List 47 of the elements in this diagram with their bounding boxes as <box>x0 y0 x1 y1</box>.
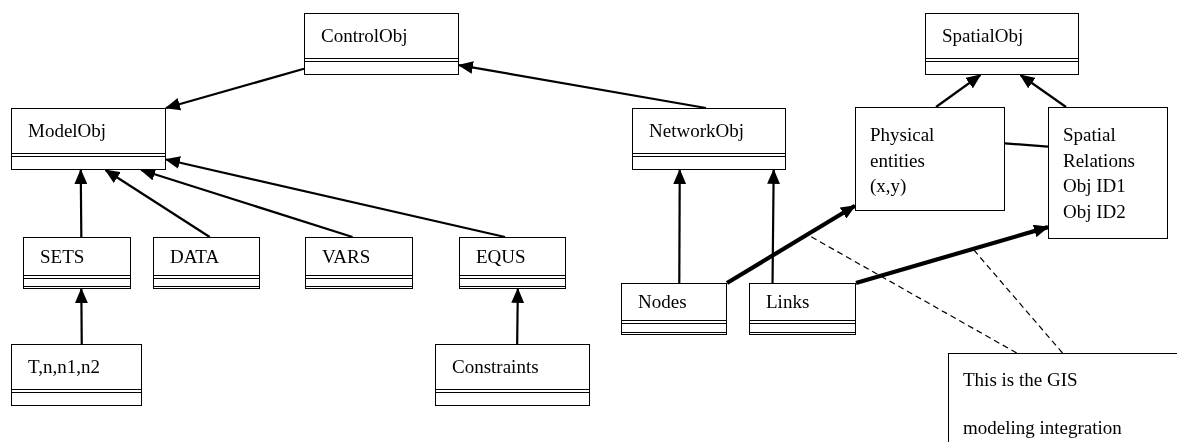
class-box <box>153 237 260 289</box>
class-name: ModelObj <box>28 119 107 143</box>
note-box <box>948 353 1177 442</box>
arrow <box>104 169 211 238</box>
class-box <box>925 13 1079 75</box>
class-name: SpatialObj <box>942 24 1024 48</box>
class-name: NetworkObj <box>649 119 744 143</box>
class-name: Physical entities (x,y) <box>870 123 936 199</box>
class-box <box>23 237 131 289</box>
class-name: Constraints <box>452 355 539 379</box>
class-name: Obj ID1 Obj ID2 <box>1063 174 1127 224</box>
class-name: Nodes <box>638 290 687 314</box>
arrow <box>725 204 857 285</box>
arrow <box>457 61 707 110</box>
class-box <box>1048 107 1168 239</box>
class-box <box>459 237 566 289</box>
arrow <box>164 156 506 239</box>
class-name: T,n,n1,n2 <box>28 355 100 379</box>
leader-line <box>972 248 1064 354</box>
arrow <box>767 168 780 283</box>
arrow <box>511 287 525 344</box>
arrow <box>673 168 687 283</box>
class-box <box>621 283 727 335</box>
class-name: SETS <box>40 244 85 269</box>
class-box <box>304 13 459 75</box>
arrow <box>935 74 982 108</box>
class-box <box>11 108 166 170</box>
class-name: VARS <box>322 244 371 269</box>
class-name: EQUS <box>476 244 526 269</box>
arrow <box>140 168 353 239</box>
class-box <box>855 107 1005 211</box>
association-line <box>1004 142 1049 148</box>
class-name: Links <box>766 290 810 314</box>
class-box <box>11 344 142 406</box>
class-box <box>305 237 413 289</box>
class-box <box>435 344 590 406</box>
arrow <box>74 168 88 237</box>
class-name: DATA <box>170 244 220 269</box>
class-name: Spatial Relations <box>1063 123 1136 173</box>
arrow <box>75 287 88 344</box>
class-box <box>749 283 856 335</box>
class-name: ControlObj <box>321 24 408 48</box>
note-text: This is the GIS modeling integration <box>963 368 1123 440</box>
arrow <box>164 67 305 111</box>
class-box <box>632 108 786 170</box>
arrow <box>1019 74 1067 108</box>
arrow <box>855 224 1050 285</box>
